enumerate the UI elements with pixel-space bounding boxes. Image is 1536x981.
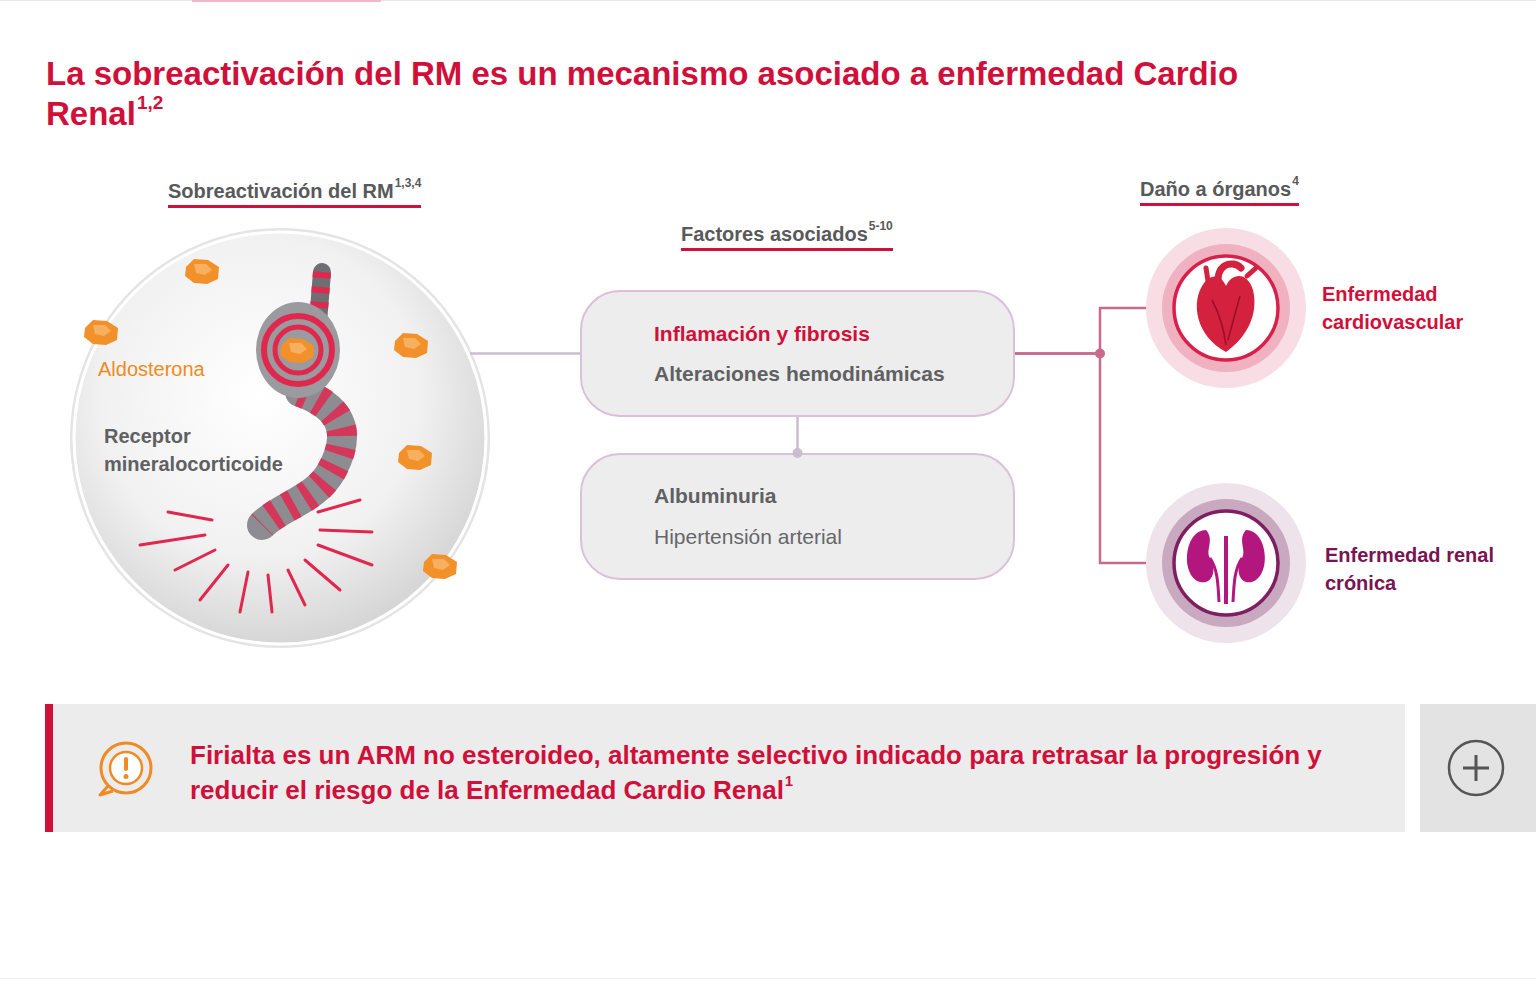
activation-circle: Sobreactivación del RM1,3,4AldosteronaRe… (70, 228, 490, 648)
top-tab (192, 0, 381, 2)
bottom-rule (0, 978, 1536, 979)
section-heading: Sobreactivación del RM (168, 180, 394, 202)
title: La sobreactivación del RM es un mecanism… (46, 55, 1238, 132)
organ-label: Enfermedad cardiovascular (1322, 283, 1463, 333)
expand-button (1420, 704, 1536, 832)
footnote-ref: 4 (1292, 174, 1299, 188)
organ-circle: Enfermedad renal crónica (1146, 483, 1306, 643)
organ-circle: Enfermedad cardiovascular (1146, 228, 1306, 388)
factor-item: Albuminuria (654, 476, 777, 516)
factor-item: Inflamación y fibrosis (654, 314, 870, 354)
footnote-ref: 1 (785, 772, 793, 789)
heading-holder: Factores asociados5-10 (681, 222, 893, 251)
organ-ring (1146, 228, 1306, 388)
top-rule (0, 0, 1536, 1)
text-holder: Aldosterona (98, 356, 298, 382)
footnote-ref: 5-10 (869, 219, 893, 233)
connector-line (470, 352, 580, 355)
footnote-ref: 1,3,4 (395, 176, 422, 190)
box-outline (580, 290, 1015, 417)
callout-bar: Firialta es un ARM no esteroideo, altame… (45, 704, 1405, 832)
text-holder: Receptor mineralocorticoide (104, 422, 319, 478)
junction-dot (793, 448, 803, 458)
organ-ring (1146, 483, 1306, 643)
box-outline (580, 453, 1015, 580)
title-block: La sobreactivación del RM es un mecanism… (46, 54, 1336, 134)
molecule-label: Aldosterona (98, 358, 205, 380)
heading-holder: Daño a órganos4 (1140, 177, 1299, 206)
text-holder: Enfermedad cardiovascular (1322, 280, 1512, 336)
section-heading: Daño a órganos (1140, 178, 1291, 200)
junction-dot (1095, 349, 1105, 359)
connector-line (1015, 308, 1146, 354)
text-holder: Enfermedad renal crónica (1325, 541, 1525, 597)
text-holder: Firialta es un ARM no esteroideo, altame… (190, 738, 1380, 808)
callout-text: Firialta es un ARM no esteroideo, altame… (190, 740, 1322, 805)
connector-line (1015, 354, 1146, 564)
factor-item: Alteraciones hemodinámicas (654, 354, 945, 394)
factor-box: Inflamación y fibrosisAlteraciones hemod… (580, 290, 1015, 417)
factor-item: Hipertensión arterial (654, 516, 842, 558)
connector-line (796, 417, 799, 453)
factor-box: AlbuminuriaHipertensión arterial (580, 453, 1015, 580)
footnote-ref: 1,2 (137, 92, 163, 113)
text-holder: Sobreactivación del RM1,3,4 (168, 179, 421, 208)
receptor-label: Receptor mineralocorticoide (104, 425, 283, 475)
section-heading: Factores asociados (681, 223, 868, 245)
organ-label: Enfermedad renal crónica (1325, 544, 1494, 594)
